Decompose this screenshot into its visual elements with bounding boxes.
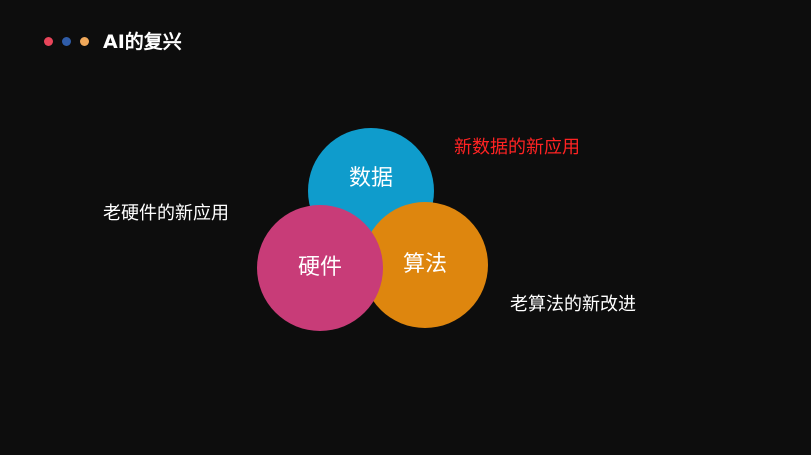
orange-dot-icon xyxy=(80,37,89,46)
slide-title: AI的复兴 xyxy=(103,31,182,53)
algorithm-circle: 算法 xyxy=(362,202,488,328)
algorithm-circle-label: 算法 xyxy=(402,252,447,277)
red-dot-icon xyxy=(44,37,53,46)
blue-dot-icon xyxy=(62,37,71,46)
data-note: 新数据的新应用 xyxy=(454,137,580,158)
algorithm-note: 老算法的新改进 xyxy=(510,294,636,315)
hardware-note: 老硬件的新应用 xyxy=(103,203,229,224)
hardware-circle: 硬件 xyxy=(257,205,383,331)
data-circle-label: 数据 xyxy=(348,166,393,191)
hardware-circle-label: 硬件 xyxy=(297,255,342,280)
